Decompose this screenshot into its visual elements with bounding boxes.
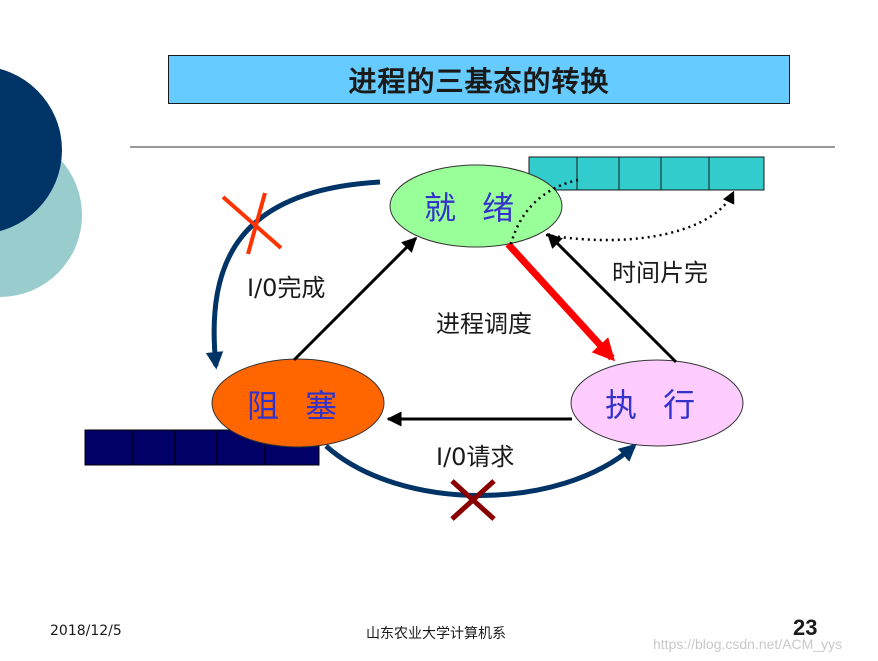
blocked-state-node xyxy=(211,358,385,448)
ready-state-label: 就 绪 xyxy=(424,189,523,227)
running-state-node xyxy=(570,359,744,447)
ready-queue-cell xyxy=(660,156,710,191)
footer-organization: 山东农业大学计算机系 xyxy=(366,626,506,642)
invalid-transition-cross-dark xyxy=(450,479,496,521)
ready-queue-cell xyxy=(576,156,620,191)
running-state-label: 执 行 xyxy=(605,386,704,424)
blocked-queue-cell xyxy=(132,429,176,466)
blocked-queue-cell xyxy=(174,429,218,466)
watermark: https://blog.csdn.net/ACM_yys xyxy=(653,636,843,652)
timeslice-arrow xyxy=(546,232,678,364)
invalid-transition-cross-red xyxy=(221,192,283,255)
dispatch-arrow xyxy=(505,241,616,362)
page-number: 23 xyxy=(793,615,818,640)
blocked-queue-cell xyxy=(84,429,134,466)
dotted-enqueue-arrow xyxy=(545,190,735,242)
decor-circle-dark xyxy=(0,68,62,232)
page-title: 进程的三基态的转换 xyxy=(168,55,790,104)
ready-queue xyxy=(528,156,765,191)
io-complete-label: I/0完成 xyxy=(247,274,326,302)
io-complete-arrow xyxy=(292,236,418,362)
footer-date: 2018/12/5 xyxy=(50,623,122,639)
dispatch-label: 进程调度 xyxy=(436,310,532,338)
timeslice-label: 时间片完 xyxy=(612,259,708,287)
ready-state-node xyxy=(389,164,563,248)
blocked-state-label: 阻 塞 xyxy=(247,387,346,425)
ready-queue-cell xyxy=(708,156,765,191)
left-curve-arrow xyxy=(205,179,381,370)
io-request-label: I/0请求 xyxy=(436,443,515,471)
ready-queue-cell xyxy=(618,156,662,191)
